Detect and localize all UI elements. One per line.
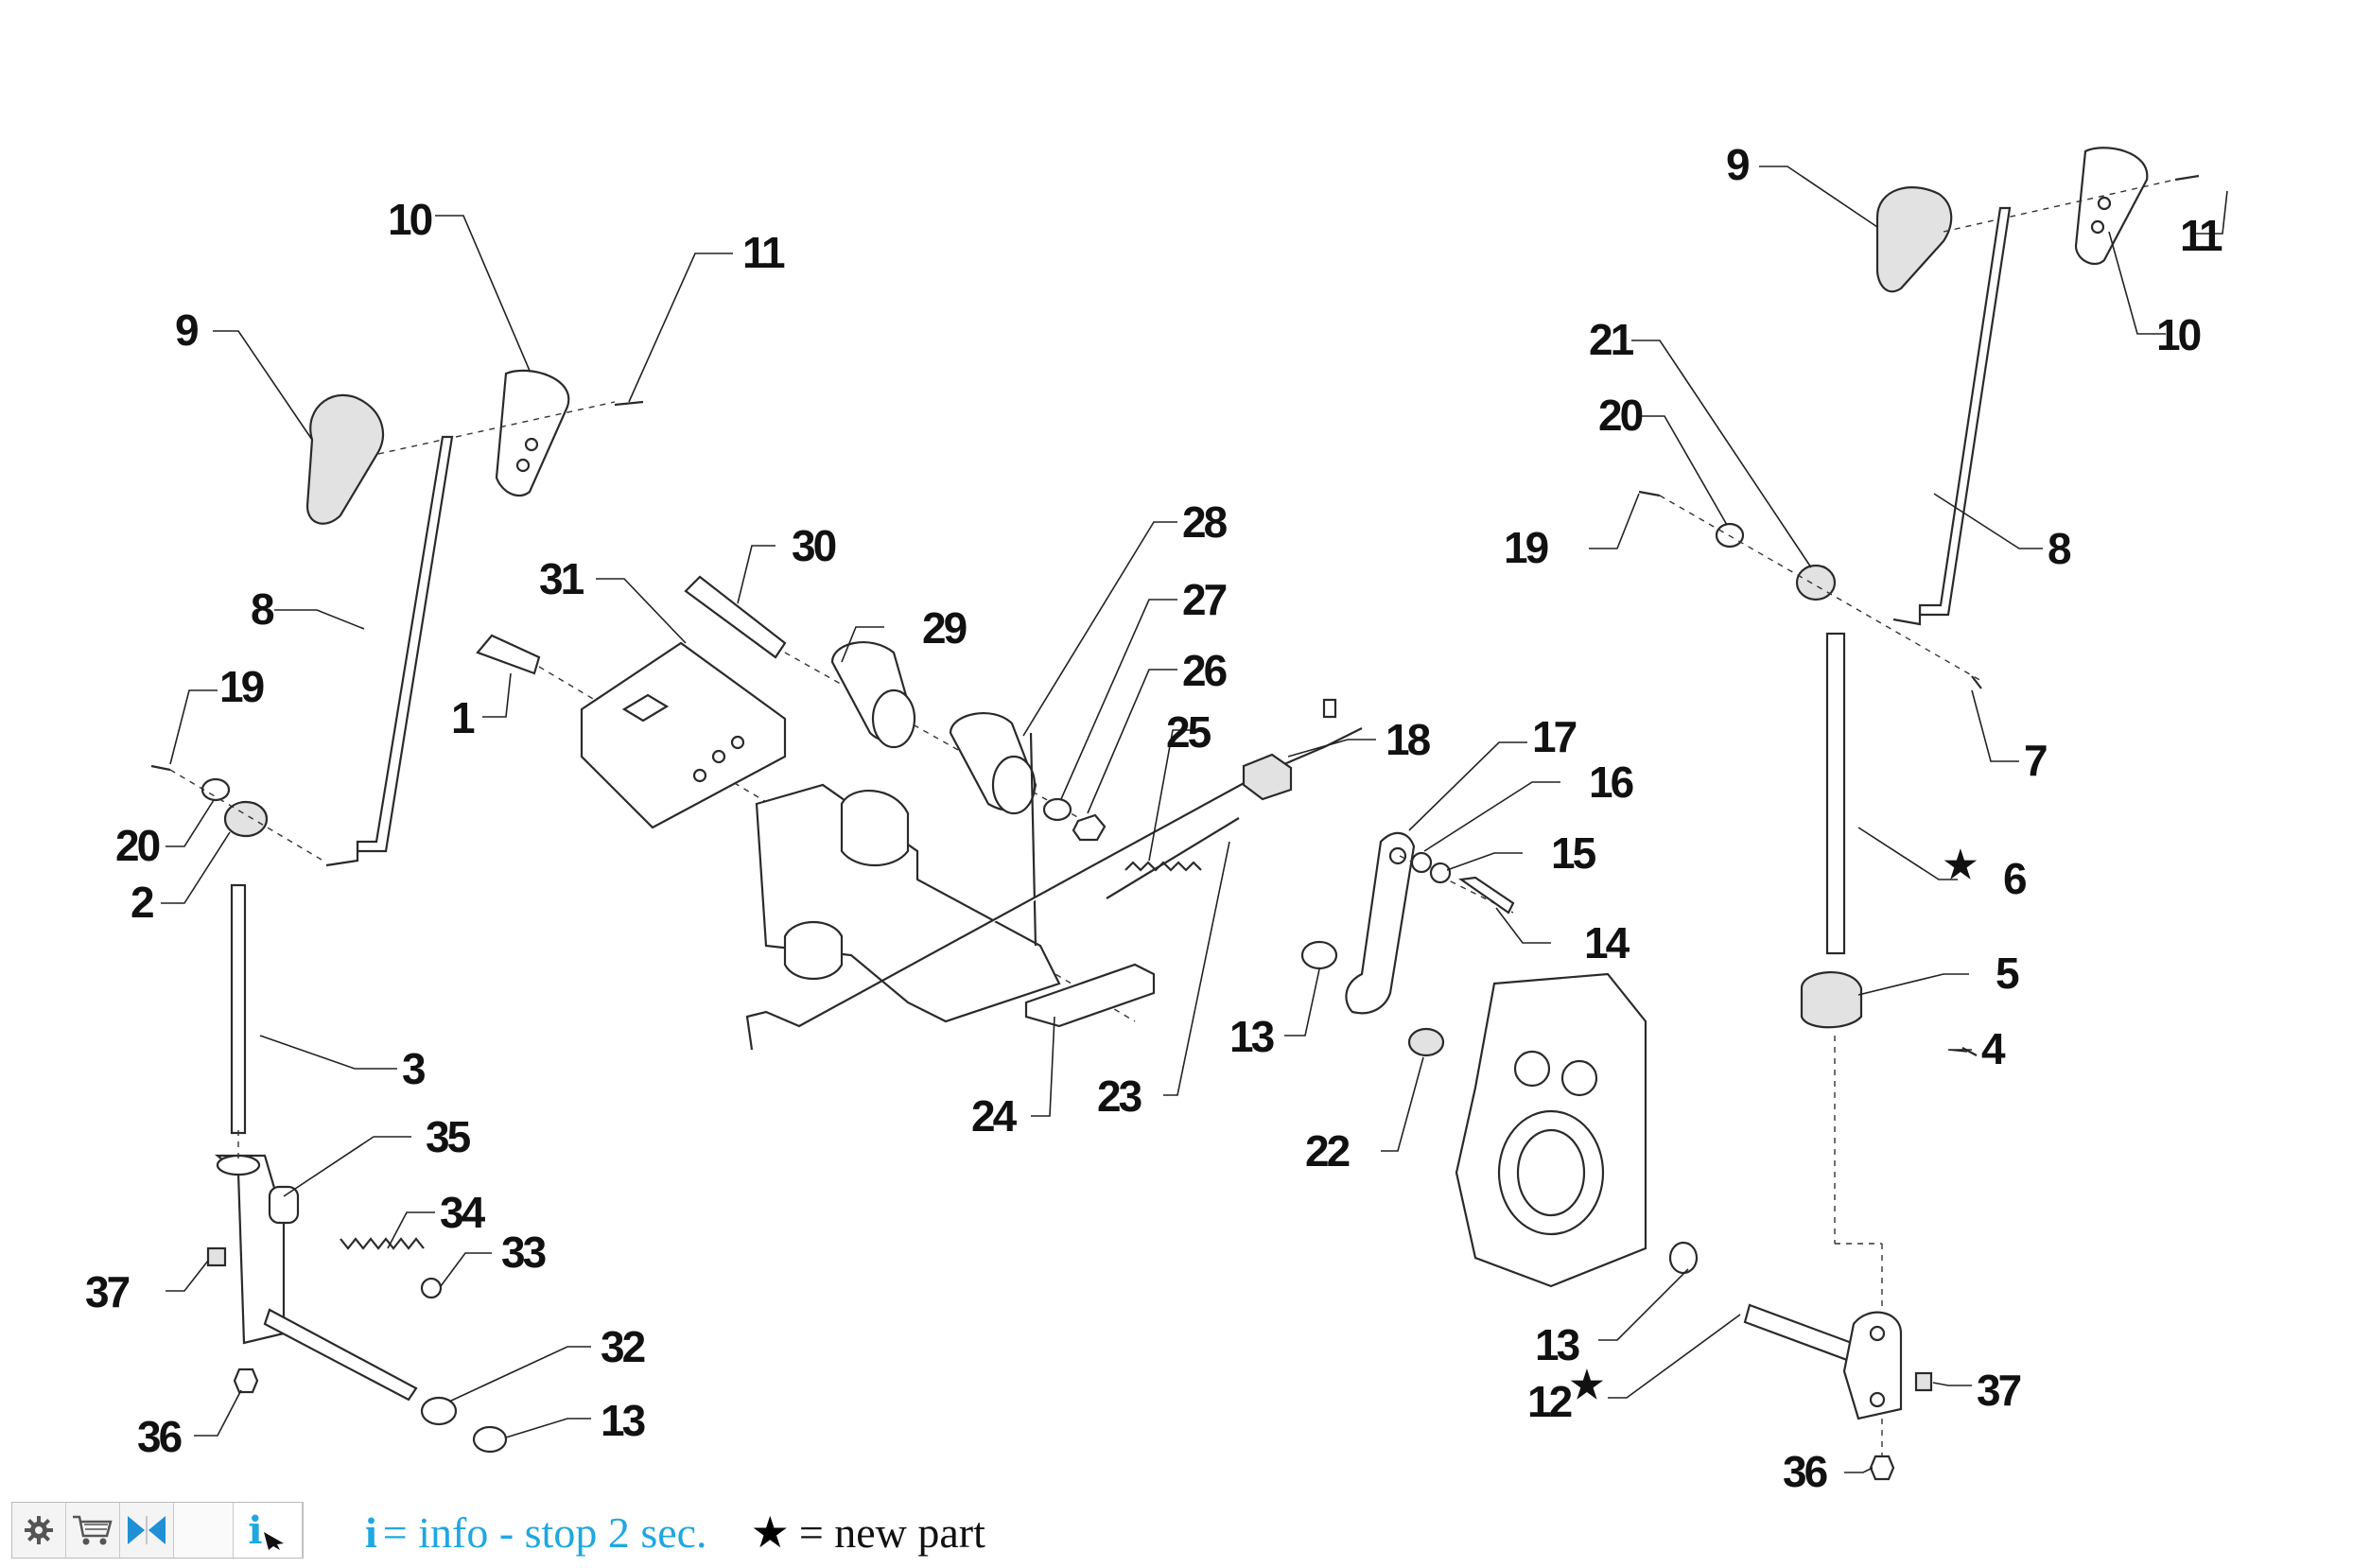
legend-info-text: = info - stop 2 sec. (382, 1507, 707, 1557)
lever-8-right (1918, 206, 2012, 617)
empty-slot (174, 1503, 234, 1558)
label-37r: 37 (1977, 1366, 2021, 1415)
label-28: 28 (1182, 497, 1228, 547)
bracket-right (1842, 1311, 1903, 1420)
label-29: 29 (922, 603, 967, 653)
label-15: 15 (1551, 828, 1596, 878)
label-5r: 5 (1996, 949, 2019, 998)
shaft-left (263, 1308, 418, 1402)
label-10r: 10 (2156, 310, 2201, 359)
label-19r: 19 (1504, 523, 1548, 572)
bolt-1 (476, 634, 541, 675)
right-lever-assembly (1638, 147, 2200, 1481)
gear-icon (25, 1516, 53, 1544)
label-20: 20 (115, 821, 160, 870)
rod-6-right (1825, 632, 1846, 955)
legend-new-part-text: = new part (798, 1507, 985, 1557)
nut-26 (1072, 813, 1107, 842)
label-4r: 4 (1981, 1024, 2006, 1073)
arm-17 (1345, 831, 1416, 1015)
knob-9-left (305, 393, 385, 525)
label-1: 1 (451, 693, 475, 742)
label-10: 10 (388, 195, 432, 244)
bolt-30 (684, 575, 787, 659)
spring-34-left (340, 1237, 425, 1250)
block-18 (1242, 753, 1293, 801)
label-26: 26 (1182, 646, 1227, 695)
settings-button[interactable] (12, 1503, 66, 1558)
clip-2-left (223, 800, 269, 838)
label-21r: 21 (1589, 315, 1634, 364)
rod-3-left (230, 883, 247, 1135)
label-13: 13 (601, 1396, 645, 1445)
label-36r: 36 (1783, 1447, 1827, 1496)
viewer-toolbar: i (11, 1502, 304, 1559)
label-7r: 7 (2024, 736, 2047, 785)
label-32: 32 (601, 1322, 645, 1371)
knob-9-right (1875, 186, 1953, 293)
pointer-arrow-icon (263, 1532, 284, 1550)
bolt-14 (1458, 876, 1515, 915)
plate-31 (580, 641, 787, 829)
info-icon: i (248, 1507, 263, 1553)
spacer-22 (1407, 1027, 1445, 1057)
label-35: 35 (426, 1112, 471, 1161)
label-24: 24 (971, 1091, 1018, 1141)
label-2: 2 (131, 878, 153, 927)
bowtie-nav-icon (128, 1516, 166, 1544)
label-13r: 13 (1535, 1320, 1579, 1369)
label-33: 33 (501, 1228, 546, 1277)
navigate-button[interactable] (120, 1503, 174, 1558)
info-button[interactable]: i (234, 1503, 303, 1558)
left-lever-assembly (150, 369, 644, 1454)
label-25: 25 (1166, 707, 1211, 757)
cable (745, 727, 1363, 1051)
label-8: 8 (251, 584, 274, 634)
collar-5 (1800, 970, 1863, 1029)
label-8r: 8 (2048, 524, 2071, 573)
legend-info-symbol: i (365, 1507, 377, 1557)
label-20r: 20 (1598, 391, 1643, 440)
knob-half-10-right (2074, 147, 2149, 266)
label-16: 16 (1589, 758, 1633, 807)
center-bracket-assembly (476, 575, 1879, 1371)
label-11r: 11 (2180, 211, 2222, 260)
legend: i = info - stop 2 sec. ★ = new part (365, 1506, 985, 1559)
label-3: 3 (402, 1044, 425, 1093)
label-6r: 6 (2003, 854, 2026, 903)
label-34: 34 (440, 1188, 486, 1237)
label-17: 17 (1532, 712, 1577, 761)
bracket-24 (1024, 963, 1156, 1028)
label-18: 18 (1386, 715, 1431, 764)
knob-half-10-left (495, 369, 570, 497)
label-31: 31 (539, 554, 584, 603)
label-23: 23 (1097, 1071, 1142, 1121)
label-9r: 9 (1726, 140, 1749, 189)
label-11: 11 (742, 228, 785, 277)
leader-lines (161, 166, 2228, 1473)
label-12r: 12 (1527, 1377, 1572, 1426)
label-13c: 13 (1229, 1012, 1274, 1061)
legend-star-icon: ★ (750, 1508, 790, 1557)
star-12: ★ (1570, 1365, 1604, 1406)
clip-21-right (1795, 564, 1837, 601)
spring-25 (1124, 861, 1202, 872)
label-9: 9 (175, 305, 198, 355)
part-labels: 9 10 11 8 19 20 2 3 35 34 33 37 36 32 13… (85, 140, 2225, 1496)
label-37: 37 (85, 1267, 130, 1316)
label-22: 22 (1305, 1126, 1350, 1176)
label-19: 19 (219, 662, 264, 711)
label-14: 14 (1584, 918, 1630, 967)
label-30: 30 (792, 521, 836, 570)
lever-8-left (356, 435, 454, 853)
label-36: 36 (137, 1412, 182, 1461)
label-27: 27 (1182, 575, 1227, 624)
cart-icon (73, 1515, 113, 1545)
cart-button[interactable] (66, 1503, 120, 1558)
star-6: ★ (1943, 845, 1978, 886)
